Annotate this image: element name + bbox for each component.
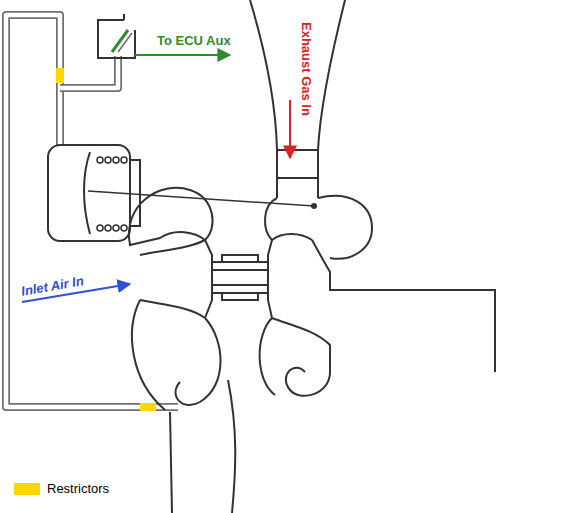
center-housing: [212, 255, 268, 300]
legend-text: Restrictors: [47, 481, 109, 496]
pipe-bore: [6, 15, 178, 407]
turbine-volute: [260, 318, 275, 395]
restrictor: [140, 403, 156, 411]
turbine-volute: [318, 196, 372, 259]
inlet-flange: [277, 150, 318, 178]
wastegate-pivot: [311, 203, 317, 209]
actuator-diaphragm: [84, 152, 90, 234]
actuator-rod: [88, 191, 314, 206]
valve-port: [123, 14, 125, 20]
legend-swatch: [14, 483, 40, 495]
compressor-outlet: [228, 380, 235, 513]
compressor-wheel: [205, 240, 212, 318]
bearing: [222, 255, 258, 300]
turbine-outlet: [312, 240, 495, 372]
exhaust-inlet: [318, 0, 345, 198]
signal-label: To ECU Aux: [157, 33, 231, 48]
compressor-volute: [129, 188, 213, 245]
valve-body: [98, 20, 135, 58]
turbine-volute: [265, 198, 312, 240]
valve-plunger: [118, 33, 132, 52]
pipe-outline: [6, 15, 178, 407]
pipe-bore: [60, 56, 118, 88]
compressor-volute: [176, 318, 221, 405]
signal-arrow: [135, 54, 230, 56]
pipe-outline: [60, 56, 118, 88]
actuator-flange: [130, 160, 140, 226]
flow-label: Exhaust Gas In: [299, 22, 314, 116]
flow-label: Inlet Air In: [20, 273, 85, 299]
turbine-wheel: [268, 240, 272, 318]
compressor-outlet: [170, 412, 172, 513]
compressor-volute: [132, 300, 165, 410]
pressure-pipe: [6, 15, 178, 407]
restrictor: [56, 68, 64, 83]
turbine-volute: [286, 368, 330, 396]
exhaust-inlet: [250, 0, 277, 198]
compressor-inlet: [140, 300, 205, 318]
shaft: [212, 262, 268, 293]
flow-arrow: [289, 100, 291, 158]
turbine-housing: [250, 0, 495, 396]
solenoid-valve: [98, 14, 135, 58]
compressor-housing: [129, 188, 235, 513]
compressor-inlet: [140, 240, 205, 255]
turbine-outlet: [272, 318, 330, 372]
